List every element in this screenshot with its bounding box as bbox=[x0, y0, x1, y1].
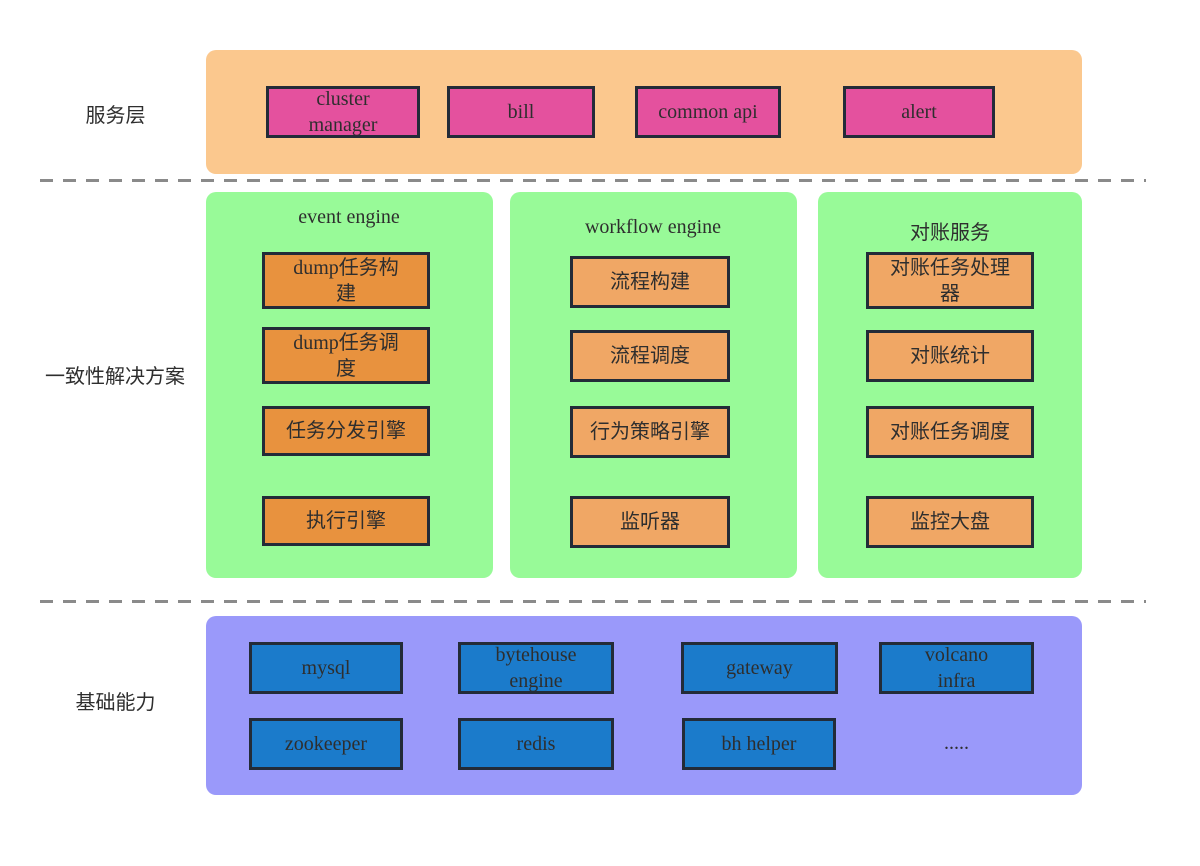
dashed-separator-bottom bbox=[40, 600, 1146, 603]
solution-layer-label: 一致性解决方案 bbox=[45, 366, 185, 388]
box-common-api: common api bbox=[635, 86, 781, 138]
box-redis: redis bbox=[458, 718, 614, 770]
box-mysql: mysql bbox=[249, 642, 403, 694]
box-dump-task-build: dump任务构 建 bbox=[262, 252, 430, 309]
box-bh-helper: bh helper bbox=[682, 718, 836, 770]
box-zookeeper: zookeeper bbox=[249, 718, 403, 770]
box-flow-schedule: 流程调度 bbox=[570, 330, 730, 382]
box-monitor-dashboard: 监控大盘 bbox=[866, 496, 1034, 548]
box-recon-stats: 对账统计 bbox=[866, 330, 1034, 382]
box-alert: alert bbox=[843, 86, 995, 138]
workflow-engine-title: workflow engine bbox=[584, 216, 722, 238]
infra-layer-label: 基础能力 bbox=[75, 692, 156, 714]
box-cluster-manager: cluster manager bbox=[266, 86, 420, 138]
box-behavior-policy-engine: 行为策略引擎 bbox=[570, 406, 730, 458]
box-recon-task-schedule: 对账任务调度 bbox=[866, 406, 1034, 458]
box-dump-task-schedule: dump任务调 度 bbox=[262, 327, 430, 384]
event-engine-title: event engine bbox=[298, 206, 400, 228]
box-task-dispatch-engine: 任务分发引擎 bbox=[262, 406, 430, 456]
recon-service-title: 对账服务 bbox=[910, 222, 990, 244]
dashed-separator-top bbox=[40, 179, 1146, 182]
box-recon-task-processor: 对账任务处理 器 bbox=[866, 252, 1034, 309]
box-bill: bill bbox=[447, 86, 595, 138]
box-gateway: gateway bbox=[681, 642, 838, 694]
box-bytehouse-engine: bytehouse engine bbox=[458, 642, 614, 694]
service-layer-label: 服务层 bbox=[85, 105, 146, 127]
box-exec-engine: 执行引擎 bbox=[262, 496, 430, 546]
box-listener: 监听器 bbox=[570, 496, 730, 548]
infra-ellipsis: ..... bbox=[944, 732, 969, 754]
box-flow-build: 流程构建 bbox=[570, 256, 730, 308]
box-volcano-infra: volcano infra bbox=[879, 642, 1034, 694]
